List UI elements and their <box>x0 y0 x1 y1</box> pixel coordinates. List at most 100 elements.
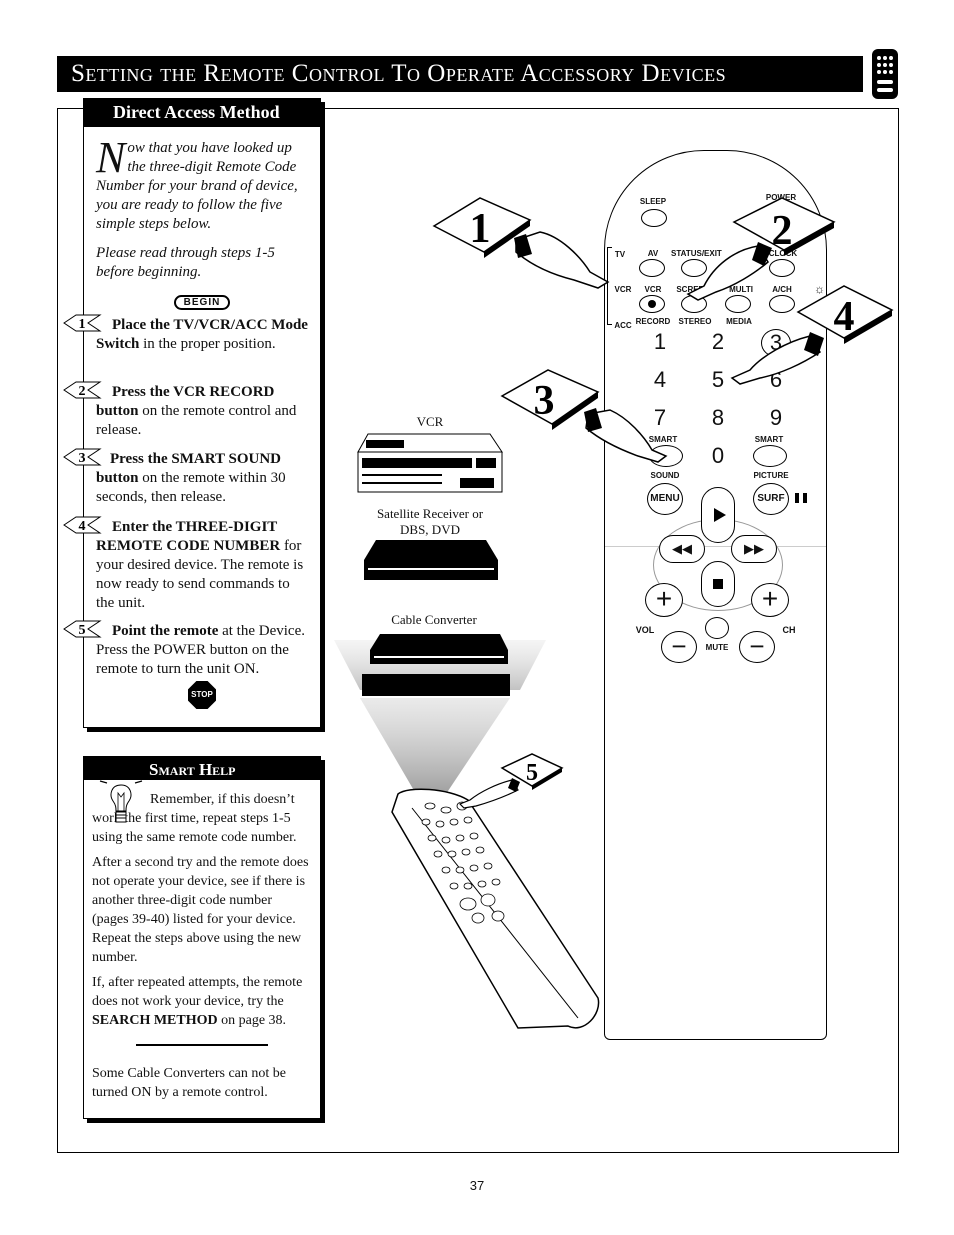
remote-icon <box>872 49 898 99</box>
smart-picture-top-label: SMART <box>754 435 784 444</box>
mode-switch-bracket <box>607 247 612 325</box>
svg-text:2: 2 <box>79 384 86 399</box>
callout-2-card: 2 <box>686 197 836 301</box>
record-label: RECORD <box>635 317 671 326</box>
cable-converter-label: Cable Converter <box>391 612 477 627</box>
help-p2: After a second try and the remote does n… <box>92 855 309 965</box>
digit-7-button[interactable]: 7 <box>645 405 675 433</box>
volume-down-button[interactable]: − <box>661 631 697 663</box>
screen-label: SCREEN <box>676 285 710 294</box>
step-4: 4 Enter the THREE-DIGIT REMOTE CODE NUMB… <box>63 516 308 613</box>
channel-down-button[interactable]: − <box>739 631 775 663</box>
stop-sign-icon: STOP <box>188 681 216 709</box>
step-3: 3 Press the SMART SOUND button on the re… <box>63 448 308 507</box>
pointing-hand-2-icon <box>686 245 769 301</box>
picture-label: PICTURE <box>753 471 789 480</box>
step-5-card-icon: 5 <box>63 620 102 638</box>
step-4-card-icon: 4 <box>63 516 102 534</box>
svg-text:5: 5 <box>526 760 538 786</box>
step-1-card-icon: 1 <box>63 314 102 332</box>
media-button[interactable] <box>725 295 751 313</box>
status-exit-button[interactable] <box>681 259 707 277</box>
mode-vcr-label: VCR <box>614 285 632 294</box>
clock-label: CLOCK <box>768 249 798 258</box>
pause-icon <box>795 493 807 503</box>
vcr-illustration <box>357 433 503 493</box>
pointing-hand-3-icon <box>585 409 668 463</box>
read-note: Please read through steps 1-5 before beg… <box>96 245 275 280</box>
multi-label: MULTI <box>729 285 753 294</box>
vcr-label: VCR <box>416 414 444 429</box>
step-5: 5 Point the remote at the Device. Press … <box>63 620 308 709</box>
callout-1-card: 1 <box>432 197 610 289</box>
media-label: MEDIA <box>726 317 752 326</box>
mute-button[interactable] <box>705 617 729 639</box>
mute-label: MUTE <box>705 643 729 652</box>
channel-up-button[interactable]: + <box>751 583 789 617</box>
callout-4-card: 4 <box>730 285 894 385</box>
remote-control: SLEEP POWER TV VCR ACC AV STATUS/EXIT CL… <box>604 150 827 1040</box>
av-button[interactable] <box>639 259 665 277</box>
stop-button[interactable] <box>701 561 735 607</box>
sun-icon: ☼ <box>814 282 825 296</box>
svg-text:4: 4 <box>79 519 86 534</box>
vol-label: VOL <box>635 625 655 635</box>
pointing-remote-illustration <box>391 788 600 1029</box>
step-2-card-icon: 2 <box>63 381 102 399</box>
sleep-label: SLEEP <box>639 197 667 206</box>
smart-sound-top-label: SMART <box>648 435 678 444</box>
digit-0-button[interactable]: 0 <box>703 443 733 471</box>
smart-picture-button[interactable] <box>753 445 787 467</box>
page-title: Setting the Remote Control To Operate Ac… <box>57 56 863 92</box>
sound-label: SOUND <box>650 471 680 480</box>
mode-tv-label: TV <box>614 250 626 259</box>
satellite-label: Satellite Receiver or DBS, DVD <box>376 506 484 537</box>
svg-text:1: 1 <box>470 206 491 252</box>
svg-text:4: 4 <box>834 294 855 340</box>
pointing-hand-4-icon <box>730 335 822 385</box>
ch-label: CH <box>782 625 796 635</box>
step-1: 1 Place the TV/VCR/ACC Mode Switch in th… <box>63 314 308 354</box>
svg-text:2: 2 <box>772 208 793 254</box>
page-number: 37 <box>469 1178 485 1193</box>
svg-text:1: 1 <box>79 317 86 332</box>
digit-8-button[interactable]: 8 <box>703 405 733 433</box>
menu-button[interactable]: MENU <box>647 483 683 515</box>
help-divider <box>136 1044 268 1046</box>
sleep-button[interactable] <box>641 209 667 227</box>
begin-badge: BEGIN <box>173 295 231 310</box>
pointing-hand-5-icon <box>458 779 519 809</box>
digit-2-button[interactable]: 2 <box>703 329 733 357</box>
direct-access-heading: Direct Access Method <box>83 98 321 127</box>
rewind-button[interactable]: ◀◀ <box>659 535 705 563</box>
digit-4-button[interactable]: 4 <box>645 367 675 395</box>
record-button[interactable] <box>639 295 665 313</box>
ach-button[interactable] <box>769 295 795 313</box>
help-p3: If, after repeated attempts, the remote … <box>92 975 303 1028</box>
volume-up-button[interactable]: + <box>645 583 683 617</box>
content-frame <box>57 108 899 1153</box>
svg-text:3: 3 <box>79 451 86 466</box>
av-label: AV <box>647 249 659 258</box>
digit-9-button[interactable]: 9 <box>761 405 791 433</box>
cable-converter-illustration <box>334 634 546 818</box>
digit-1-button[interactable]: 1 <box>645 329 675 357</box>
vcr-label: VCR <box>644 285 662 294</box>
mode-acc-label: ACC <box>614 321 632 330</box>
power-label: POWER <box>765 193 797 202</box>
callout-5-card: 5 <box>458 753 564 809</box>
smart-help-panel: Smart Help Remember, if this doesn’t wor… <box>83 756 321 1119</box>
help-p4: Some Cable Converters can not be turned … <box>92 1066 287 1100</box>
smart-help-heading: Smart Help <box>83 756 321 780</box>
surf-button[interactable]: SURF <box>753 483 789 515</box>
lightbulb-icon <box>99 765 143 823</box>
svg-text:5: 5 <box>79 623 86 638</box>
step-2: 2 Press the VCR RECORD button on the rem… <box>63 381 308 440</box>
digit-5-button[interactable]: 5 <box>703 367 733 395</box>
clock-button[interactable] <box>769 259 795 277</box>
play-button[interactable] <box>701 487 735 543</box>
fast-forward-button[interactable]: ▶▶ <box>731 535 777 563</box>
svg-text:3: 3 <box>534 378 555 424</box>
